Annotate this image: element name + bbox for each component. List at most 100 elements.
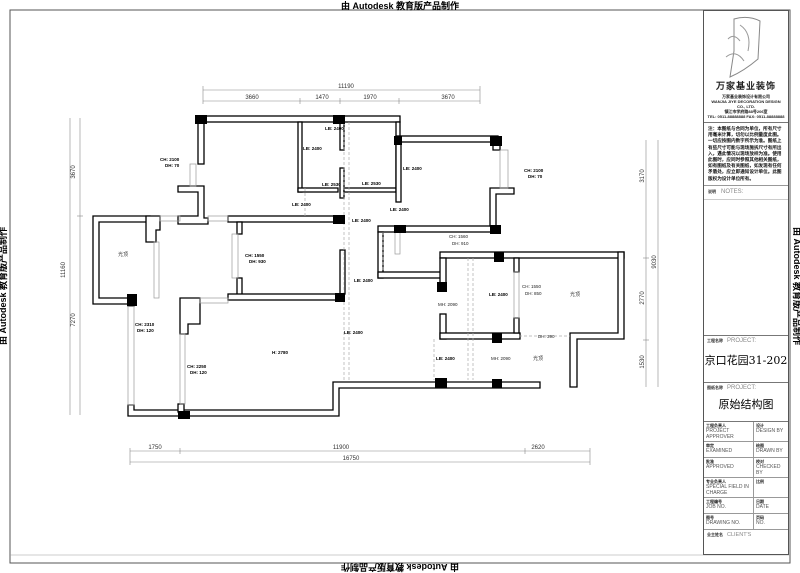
walls — [92, 115, 625, 417]
dim-bottom-3: 2620 — [531, 445, 545, 451]
bottom-dimensions: 1750 11900 2620 16750 — [129, 445, 591, 465]
label-skylight: 光顶 — [533, 355, 543, 362]
company-name-en: WANJIA JIYE DECORATION DESIGN CO., LTD. — [711, 99, 781, 109]
beam-lines — [304, 122, 570, 380]
project-label: PROJECT: — [727, 338, 757, 344]
notes-area — [704, 200, 788, 336]
title-block: 万家基业装饰 万家基业装饰设计有限公司 WANJIA JIYE DECORATI… — [703, 10, 789, 555]
dim-left-top: 3670 — [71, 165, 77, 179]
drawing-frame — [9, 9, 791, 564]
drawing-name: 原始结构图 — [718, 398, 774, 411]
label-lb: LB: 2400 — [403, 166, 422, 171]
dim-left-total: 11160 — [61, 261, 67, 277]
drawing-label: PROJECT: — [727, 385, 757, 391]
label-dh: DH: 120 — [137, 328, 154, 333]
label-lb: LB: 2400 — [390, 207, 409, 212]
dim-top-total: 11190 — [338, 84, 354, 90]
label-lb: LB: 2400 — [436, 356, 455, 361]
client-field: 业主姓名 CLIENT'S — [704, 530, 788, 554]
company-info: 万家基业装饰设计有限公司 WANJIA JIYE DECORATION DESI… — [707, 94, 785, 119]
right-dimensions: 3170 9030 2770 1530 — [640, 140, 659, 387]
label-ch: CH: 2310 — [135, 322, 155, 327]
label-dh: DH: 70 — [528, 174, 543, 179]
top-dimensions: 11190 3660 1470 1970 3670 — [202, 84, 481, 104]
label-skylight: 光顶 — [570, 291, 580, 298]
project-name: 京口花园31-202 — [704, 354, 788, 367]
company-address: 镇江市学府路88号206室 — [724, 109, 768, 114]
plan-labels: CH: 2100 DH: 70 LB: 2400 LB: 2400 LB: 25… — [118, 126, 580, 375]
drawing-section: 图纸名称 PROJECT: 原始结构图 — [704, 383, 788, 422]
label-ch: CH: 2100 — [160, 157, 180, 162]
label-mh: MH: 2090 — [491, 356, 511, 361]
watermark-bottom: 由 Autodesk 教育版产品制作 — [341, 562, 459, 573]
notes-label: NOTES: — [721, 188, 744, 195]
watermark-left: 由 Autodesk 教育版产品制作 — [0, 227, 8, 345]
label-lb: LB: 2530 — [322, 182, 341, 187]
dim-right-mid: 2770 — [640, 291, 646, 305]
client-label-cn: 业主姓名 — [707, 532, 723, 537]
project-section: 工程名称 PROJECT: 京口花园31-202 — [704, 336, 788, 383]
dim-right-bottom: 1530 — [640, 355, 646, 369]
label-lb: LB: 2400 — [325, 126, 344, 131]
company-name: 万家基业装饰设计有限公司 — [722, 94, 770, 99]
company-brand: 万家基业装饰 — [715, 81, 776, 91]
label-dh: DH: 70 — [165, 163, 180, 168]
project-label-cn: 工程名称 — [707, 338, 723, 343]
label-ch: CH: 2250 — [187, 364, 207, 369]
dim-top-4: 3670 — [441, 95, 455, 101]
dim-left-bottom: 7270 — [71, 313, 77, 327]
dim-bottom-2: 11900 — [333, 445, 350, 451]
label-dh: DH: 910 — [452, 241, 469, 246]
notes-text: 注：本图纸与合同为单位，所有尺寸用毫米计算，切勿以比例量度此图。一切应按图内数字… — [704, 123, 788, 186]
label-ch: CH: 1560 — [449, 234, 469, 239]
label-dh: DH: 390 — [538, 334, 555, 339]
label-lb: LB: 2400 — [354, 278, 373, 283]
label-dh: DH: 120 — [190, 370, 207, 375]
label-ch: CH: 2100 — [524, 168, 544, 173]
logo-mark-icon — [725, 16, 761, 78]
dim-top-2: 1470 — [315, 95, 329, 101]
label-lb: LB: 2400 — [344, 330, 363, 335]
label-lb: LB: 2530 — [362, 181, 381, 186]
watermark-right: 由 Autodesk 教育版产品制作 — [792, 227, 800, 345]
label-dh: DH: 850 — [525, 291, 542, 296]
notes-label-cn: 说明 — [708, 188, 716, 194]
dim-bottom-total: 16750 — [343, 456, 360, 462]
label-lb: LB: 2400 — [352, 218, 371, 223]
notes-header: 说明 NOTES: — [704, 186, 788, 200]
dim-top-3: 1970 — [363, 95, 377, 101]
label-ch: CH: 1550 — [522, 284, 542, 289]
dim-bottom-1: 1750 — [148, 445, 162, 451]
drawing-header: 图纸名称 PROJECT: — [704, 383, 788, 393]
label-skylight: 光顶 — [118, 251, 128, 258]
watermark-top: 由 Autodesk 教育版产品制作 — [341, 0, 459, 11]
label-lb: LB: 2400 — [292, 202, 311, 207]
label-lb: LB: 2400 — [303, 146, 322, 151]
company-logo: 万家基业装饰 万家基业装饰设计有限公司 WANJIA JIYE DECORATI… — [704, 11, 788, 123]
label-mh: MH: 2090 — [438, 302, 458, 307]
company-phone: TEL: 0511-88888888 FAX: 0511-88888888 — [707, 114, 785, 119]
client-label: CLIENT'S — [727, 532, 752, 538]
label-dh: DH: 930 — [249, 259, 266, 264]
drawing-label-cn: 图纸名称 — [707, 385, 723, 390]
dim-right-total: 9030 — [652, 255, 658, 269]
dim-top-1: 3660 — [245, 95, 259, 101]
left-dimensions: 3670 11160 7270 — [61, 118, 83, 415]
label-ch: CH: 1550 — [245, 253, 265, 258]
project-header: 工程名称 PROJECT: — [704, 336, 788, 346]
dim-right-top: 3170 — [640, 169, 646, 183]
cell-scale: 比例 — [754, 478, 788, 498]
